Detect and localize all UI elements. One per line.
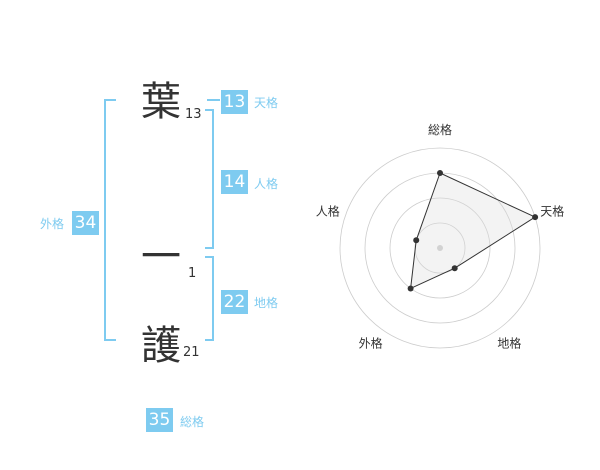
chikaku-label: 地格: [254, 296, 279, 310]
tenkaku-label: 天格: [254, 96, 279, 110]
radar-grid-ring-2: [389, 197, 491, 299]
radar-point-4: [407, 285, 414, 292]
stroke-count-1: 13: [185, 107, 202, 122]
radar-axis-label-1: 総格: [428, 122, 452, 137]
soukaku-value: 35: [146, 408, 173, 432]
chikaku-bracket: [205, 256, 214, 341]
tenkaku-value: 13: [221, 90, 248, 114]
radar-point-1: [437, 170, 443, 176]
chikaku-value: 22: [221, 290, 248, 314]
gaikaku-label: 外格: [40, 217, 65, 231]
name-char-3: 護: [141, 323, 181, 369]
radar-point-3: [451, 265, 458, 272]
jinkaku-label: 人格: [254, 177, 279, 191]
stroke-count-2: 1: [188, 266, 197, 281]
stroke-count-3: 21: [183, 345, 200, 360]
radar-point-2: [532, 214, 539, 221]
gaikaku-value: 34: [72, 211, 99, 235]
radar-axis-label-2: 天格: [540, 204, 564, 219]
radar-center-dot: [437, 245, 443, 251]
jinkaku-bracket: [205, 109, 214, 249]
name-char-2: 一: [141, 234, 181, 280]
name-char-1: 葉: [141, 79, 181, 125]
radar-axis-label-4: 外格: [359, 335, 383, 350]
radar-grid-ring-4: [339, 147, 541, 349]
soukaku-label: 総格: [180, 415, 205, 429]
radar-series-polygon: [410, 172, 537, 290]
radar-axis-label-5: 人格: [316, 204, 340, 219]
gaikaku-bracket: [104, 99, 116, 341]
radar-axis-label-3: 地格: [497, 335, 521, 350]
jinkaku-value: 14: [221, 170, 248, 194]
radar-point-5: [413, 237, 420, 244]
